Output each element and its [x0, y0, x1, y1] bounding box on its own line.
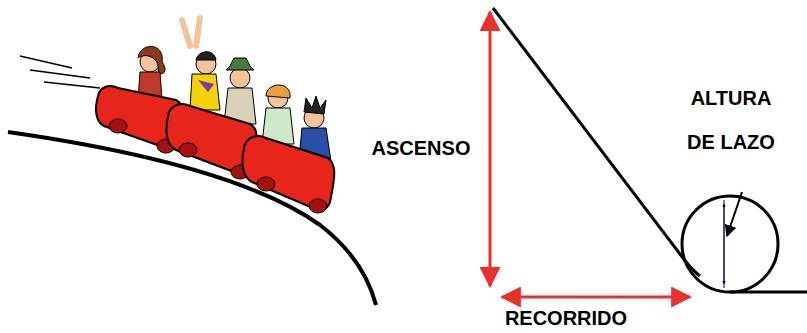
exit-track [730, 291, 807, 294]
loop-height-line [723, 200, 725, 288]
run-label: RECORRIDO [496, 306, 636, 330]
speed-lines [20, 56, 100, 88]
loop-height-label: ALTURA DE LAZO [683, 76, 779, 164]
run-arrow [502, 296, 690, 299]
rise-arrow [489, 12, 492, 286]
loop-height-arrow [724, 204, 725, 284]
track [8, 132, 376, 305]
rise-label: ASCENSO [361, 136, 481, 160]
cart-back [242, 85, 334, 213]
descent-track [493, 8, 700, 276]
loop [682, 196, 778, 292]
leader-line [727, 192, 742, 236]
